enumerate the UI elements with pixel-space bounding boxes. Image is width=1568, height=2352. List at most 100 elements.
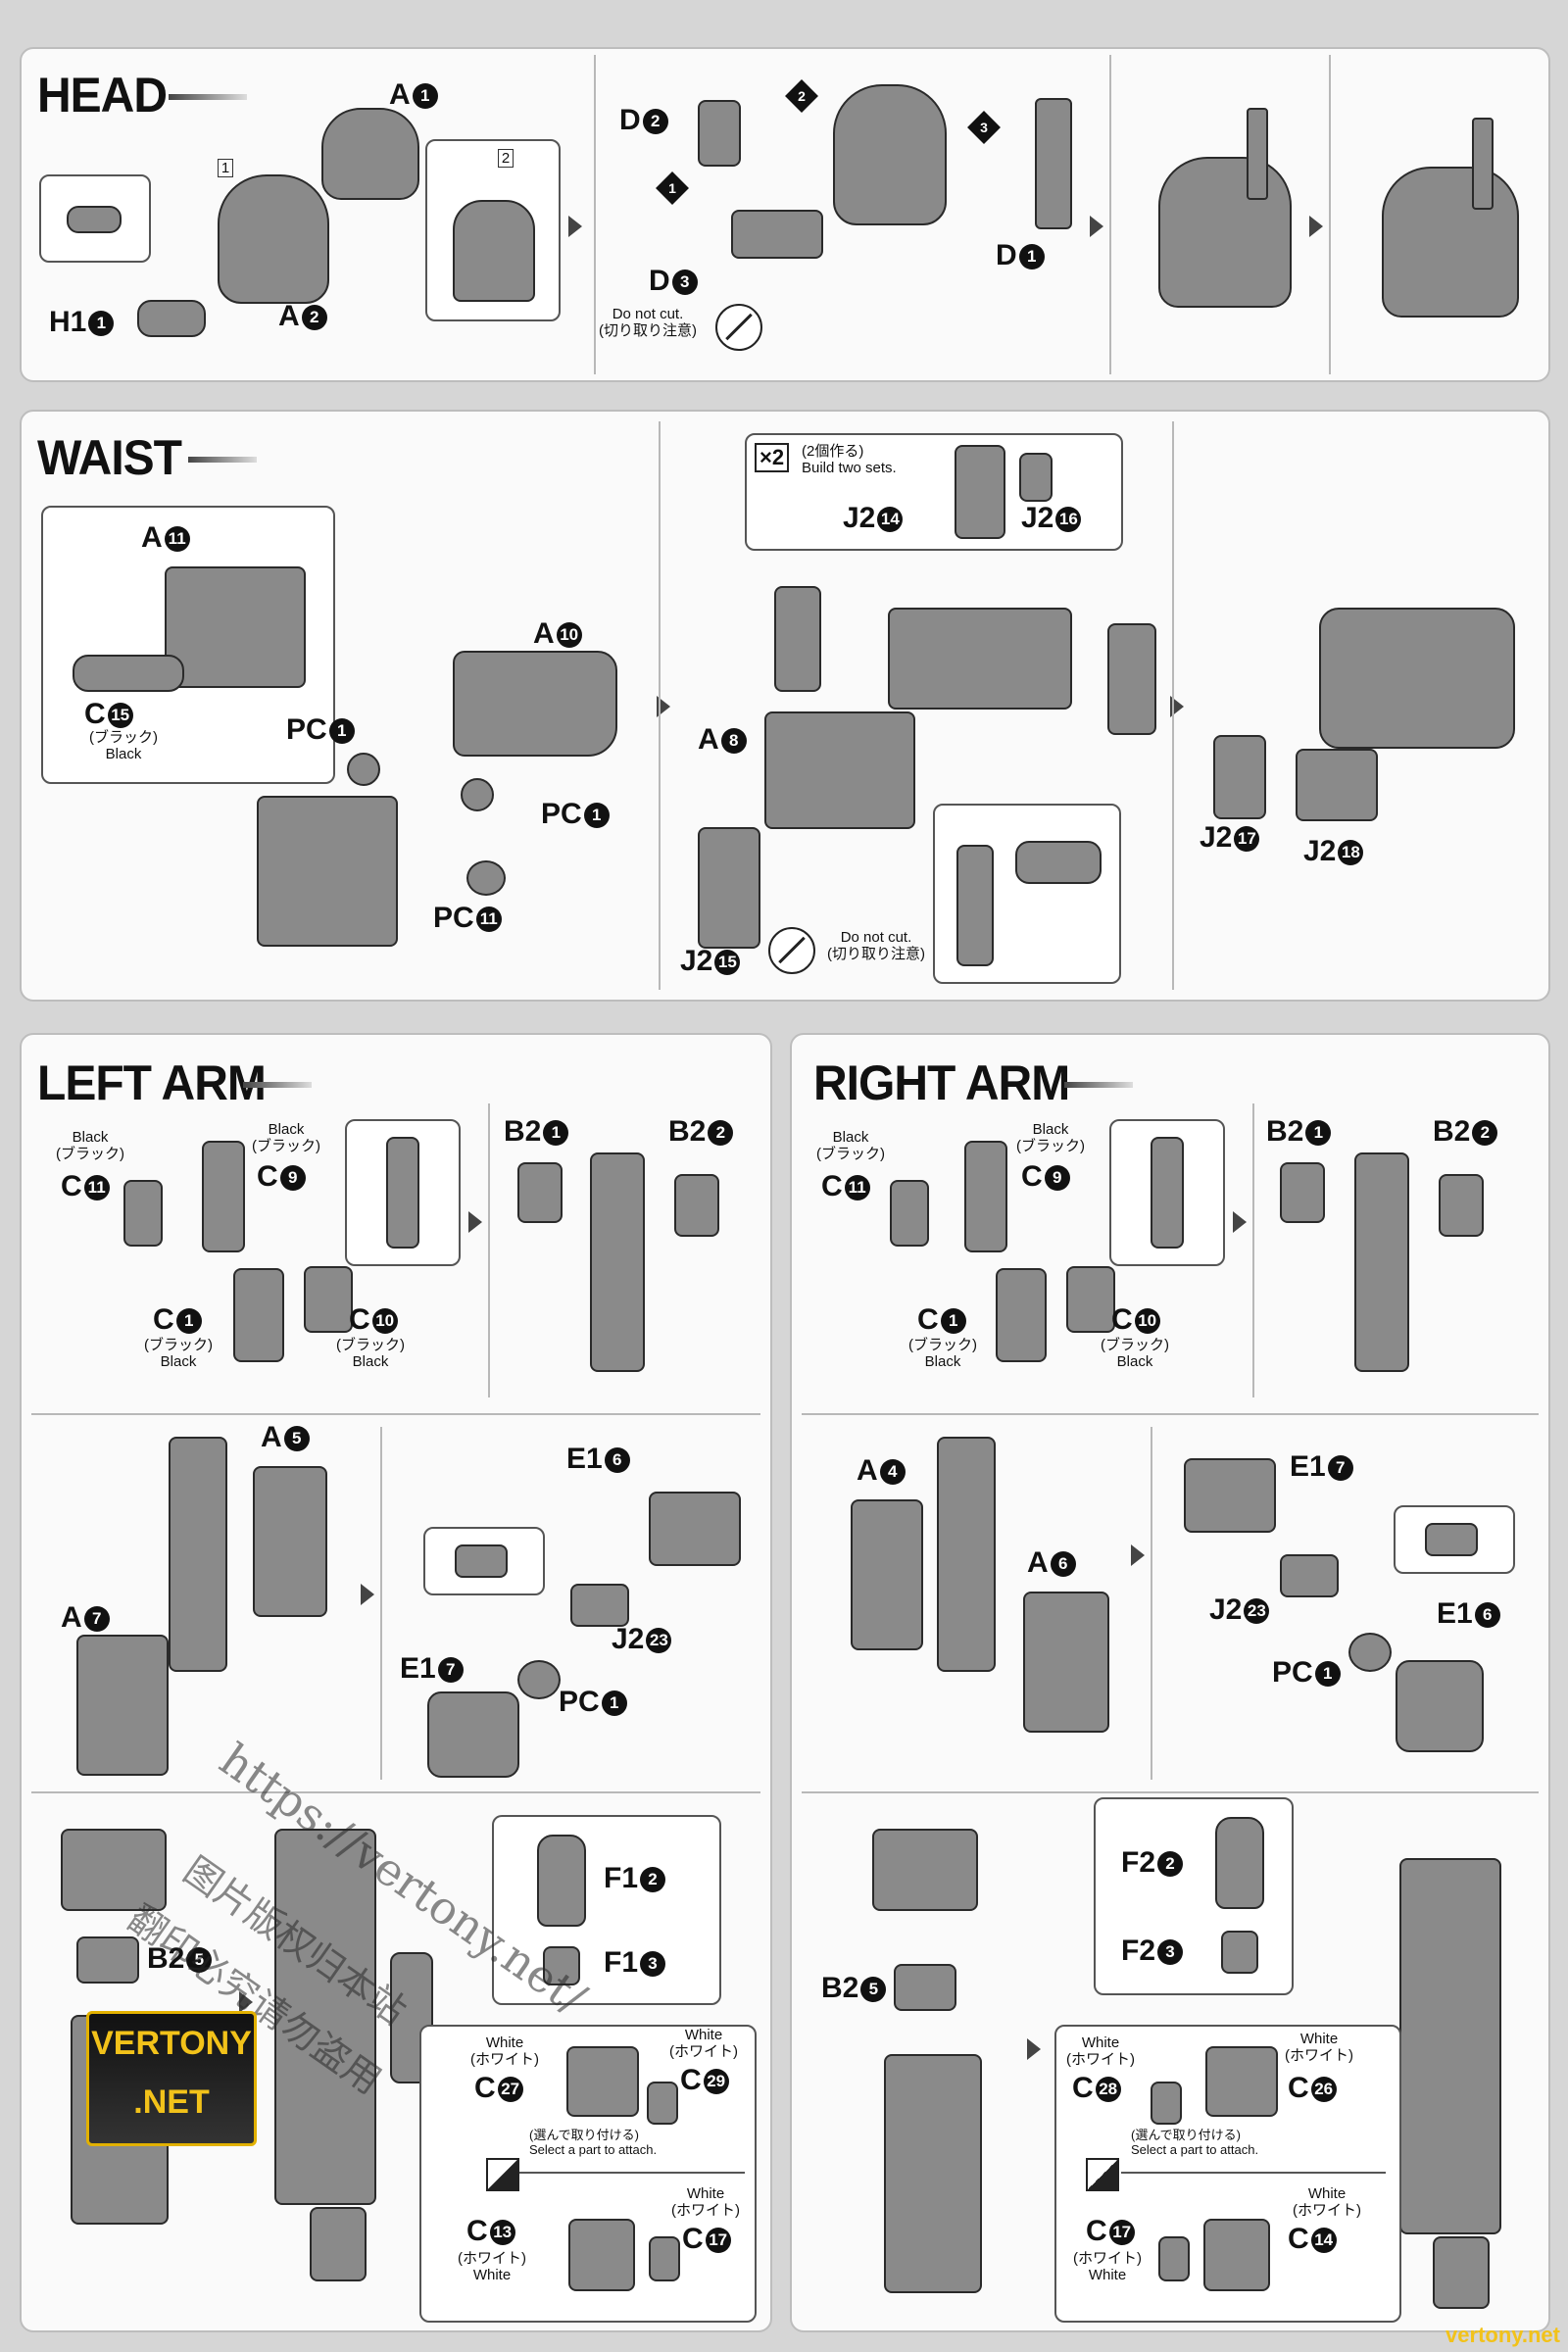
shoulder-joint-callout — [1394, 1505, 1515, 1574]
left-arm-title-bar — [243, 1082, 312, 1088]
left-arm-hdivider-2 — [31, 1791, 760, 1793]
face-callout — [39, 174, 151, 263]
b22-part — [1439, 1174, 1484, 1237]
waist-side-part-b — [1107, 623, 1156, 735]
c15-part — [73, 655, 184, 692]
lower-arm-part — [884, 2054, 982, 2293]
step-marker-1: 1 — [656, 172, 689, 205]
f23-part — [1221, 1931, 1258, 1974]
c26-part — [1205, 2046, 1278, 2117]
c11-color: Black(ブラック) — [56, 1129, 124, 1163]
step-arrow — [361, 1584, 374, 1605]
h1-part — [137, 300, 206, 337]
e17-part — [427, 1691, 519, 1778]
a4-part — [851, 1499, 923, 1650]
step-marker-2: 2 — [785, 79, 818, 113]
e16-part — [649, 1492, 741, 1566]
c13-color: (ホワイト)White — [458, 2250, 526, 2284]
head-title: HEAD — [37, 68, 168, 123]
tab-detail-part-b — [1015, 841, 1102, 884]
c10-color: (ブラック)Black — [1101, 1337, 1169, 1371]
logo-line-2: .NET — [133, 2083, 210, 2121]
j2-16-part — [1019, 453, 1053, 502]
right-arm-hdivider-1 — [802, 1413, 1539, 1415]
f22-part — [1215, 1817, 1264, 1909]
callout-marker-1: 1 — [218, 159, 233, 178]
right-arm-divider-1 — [1252, 1103, 1254, 1397]
forearm-part — [937, 1437, 996, 1672]
left-arm-title: LEFT ARM — [37, 1055, 267, 1111]
antenna-part — [1247, 108, 1268, 200]
c11-part — [890, 1180, 929, 1247]
logo-line-1: VERTONY — [91, 2025, 252, 2062]
step-arrow — [568, 216, 582, 237]
f13-part — [543, 1946, 580, 1985]
c13-part — [568, 2219, 635, 2291]
shoulder-joint-part — [1280, 1554, 1339, 1597]
a6-part — [1023, 1592, 1109, 1733]
shoulder-armor-part — [872, 1829, 978, 1911]
c28-part — [1151, 2082, 1182, 2125]
left-arm-hdivider-1 — [31, 1413, 760, 1415]
assembled-arm-part — [1399, 1858, 1501, 2234]
c10-part — [304, 1266, 353, 1333]
step-arrow — [1309, 216, 1323, 237]
c1-color: (ブラック)Black — [144, 1337, 213, 1371]
j2-15-part — [698, 827, 760, 949]
upper-arm-part — [1354, 1152, 1409, 1372]
right-arm-title-bar — [1064, 1082, 1133, 1088]
tab-detail-part-a — [956, 845, 994, 966]
joint-detail-part — [386, 1137, 419, 1249]
c17-part — [1158, 2236, 1190, 2281]
step-arrow — [239, 1991, 253, 2013]
c28-color: White(ホワイト) — [1066, 2034, 1135, 2069]
waist-core-part — [888, 608, 1072, 710]
c11-color: Black(ブラック) — [816, 1129, 885, 1163]
c29-part — [647, 2082, 678, 2125]
x2-badge: ×2 — [755, 443, 790, 472]
c15-color: (ブラック)Black — [89, 729, 158, 763]
select-text: (選んで取り付ける)Select a part to attach. — [529, 2128, 658, 2157]
waist-title-bar — [188, 457, 257, 463]
face-detail-part — [67, 206, 122, 233]
select-text: (選んで取り付ける)Select a part to attach. — [1131, 2128, 1259, 2157]
a5-part — [253, 1466, 327, 1617]
helmet-a2-part — [218, 174, 329, 304]
head-top-part — [453, 200, 535, 302]
hand-part — [1433, 2236, 1490, 2309]
c17-part — [649, 2236, 680, 2281]
b21-part — [517, 1162, 563, 1223]
